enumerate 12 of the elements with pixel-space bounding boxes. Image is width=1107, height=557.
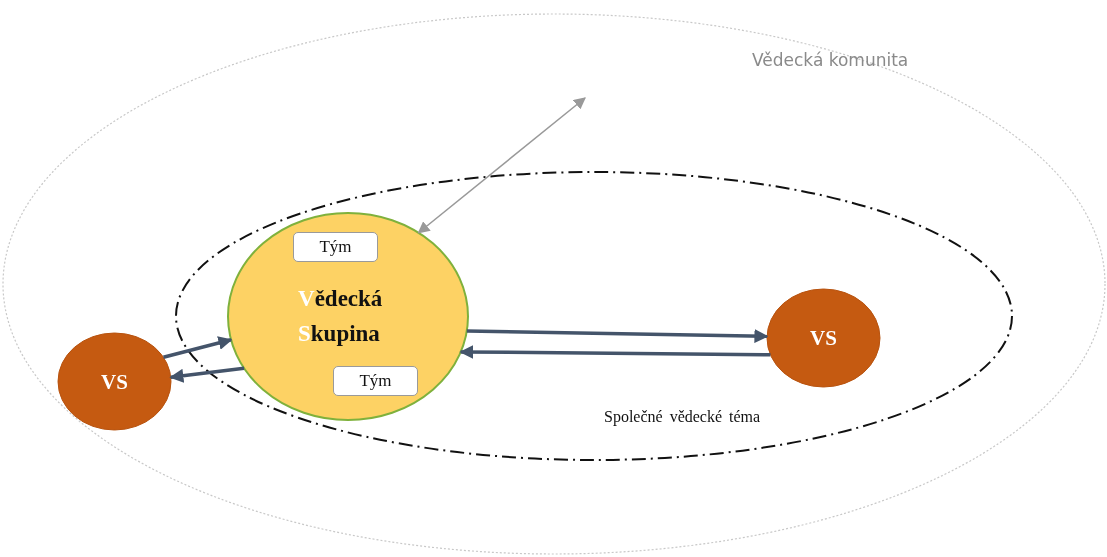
topic-label: Společné vědecké téma <box>604 408 761 426</box>
community-label: Vědecká komunita <box>752 50 909 70</box>
vs-label: VS <box>101 369 128 394</box>
team-box: Tým <box>333 366 418 396</box>
group-name: Vědecká Skupina <box>298 284 384 349</box>
arrow <box>163 336 233 359</box>
vs-label: VS <box>810 325 837 351</box>
arrow <box>169 366 245 383</box>
team-box: Tým <box>293 232 378 262</box>
arrow <box>459 345 771 359</box>
arrow <box>417 97 586 234</box>
arrow <box>466 329 769 344</box>
